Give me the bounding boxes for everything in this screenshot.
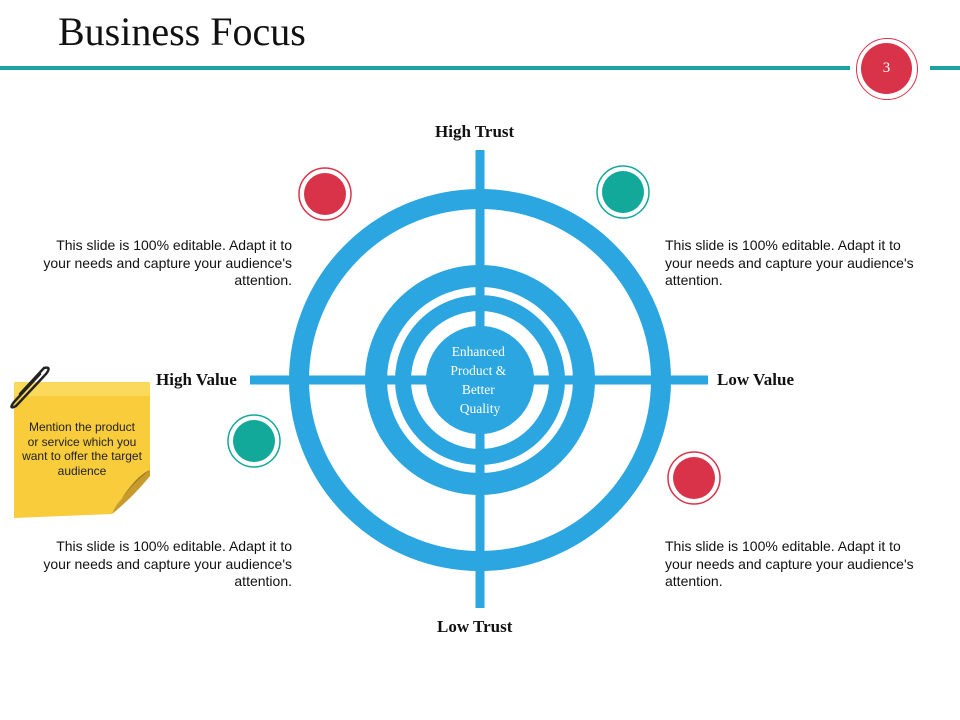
marker-top-right bbox=[596, 165, 650, 219]
paperclip-icon bbox=[10, 366, 50, 409]
marker-top-left bbox=[298, 167, 352, 221]
axis-label-left: High Value bbox=[156, 370, 237, 389]
center-label-line-4: Quality bbox=[460, 401, 501, 416]
header-rule-left bbox=[0, 66, 850, 70]
page-number: 3 bbox=[861, 43, 912, 94]
quadrant-text-top-right: This slide is 100% editable. Adapt it to… bbox=[665, 237, 914, 288]
center-disc-overlay bbox=[426, 326, 534, 434]
axis-label-right: Low Value bbox=[717, 370, 794, 389]
quadrant-text-bottom-left: This slide is 100% editable. Adapt it to… bbox=[43, 538, 292, 589]
quadrant-text-bottom-right: This slide is 100% editable. Adapt it to… bbox=[665, 538, 914, 589]
header-rule-right bbox=[930, 66, 960, 70]
marker-bottom-left bbox=[227, 414, 281, 468]
center-label: Enhanced Product & Better Quality bbox=[450, 344, 509, 416]
page-number-badge: 3 bbox=[856, 38, 918, 100]
axis-label-bottom: Low Trust bbox=[437, 617, 513, 636]
slide-title: Business Focus bbox=[58, 9, 306, 54]
center-label-line-1: Enhanced bbox=[452, 344, 505, 359]
axis-label-top: High Trust bbox=[435, 122, 515, 141]
center-label-line-2: Product & bbox=[450, 363, 506, 378]
center-label-line-3: Better bbox=[462, 382, 495, 397]
quadrant-text-top-left: This slide is 100% editable. Adapt it to… bbox=[43, 237, 292, 288]
sticky-note-text: Mention the product or service which you… bbox=[22, 420, 142, 478]
sticky-note bbox=[14, 382, 150, 518]
marker-bottom-right bbox=[667, 451, 721, 505]
